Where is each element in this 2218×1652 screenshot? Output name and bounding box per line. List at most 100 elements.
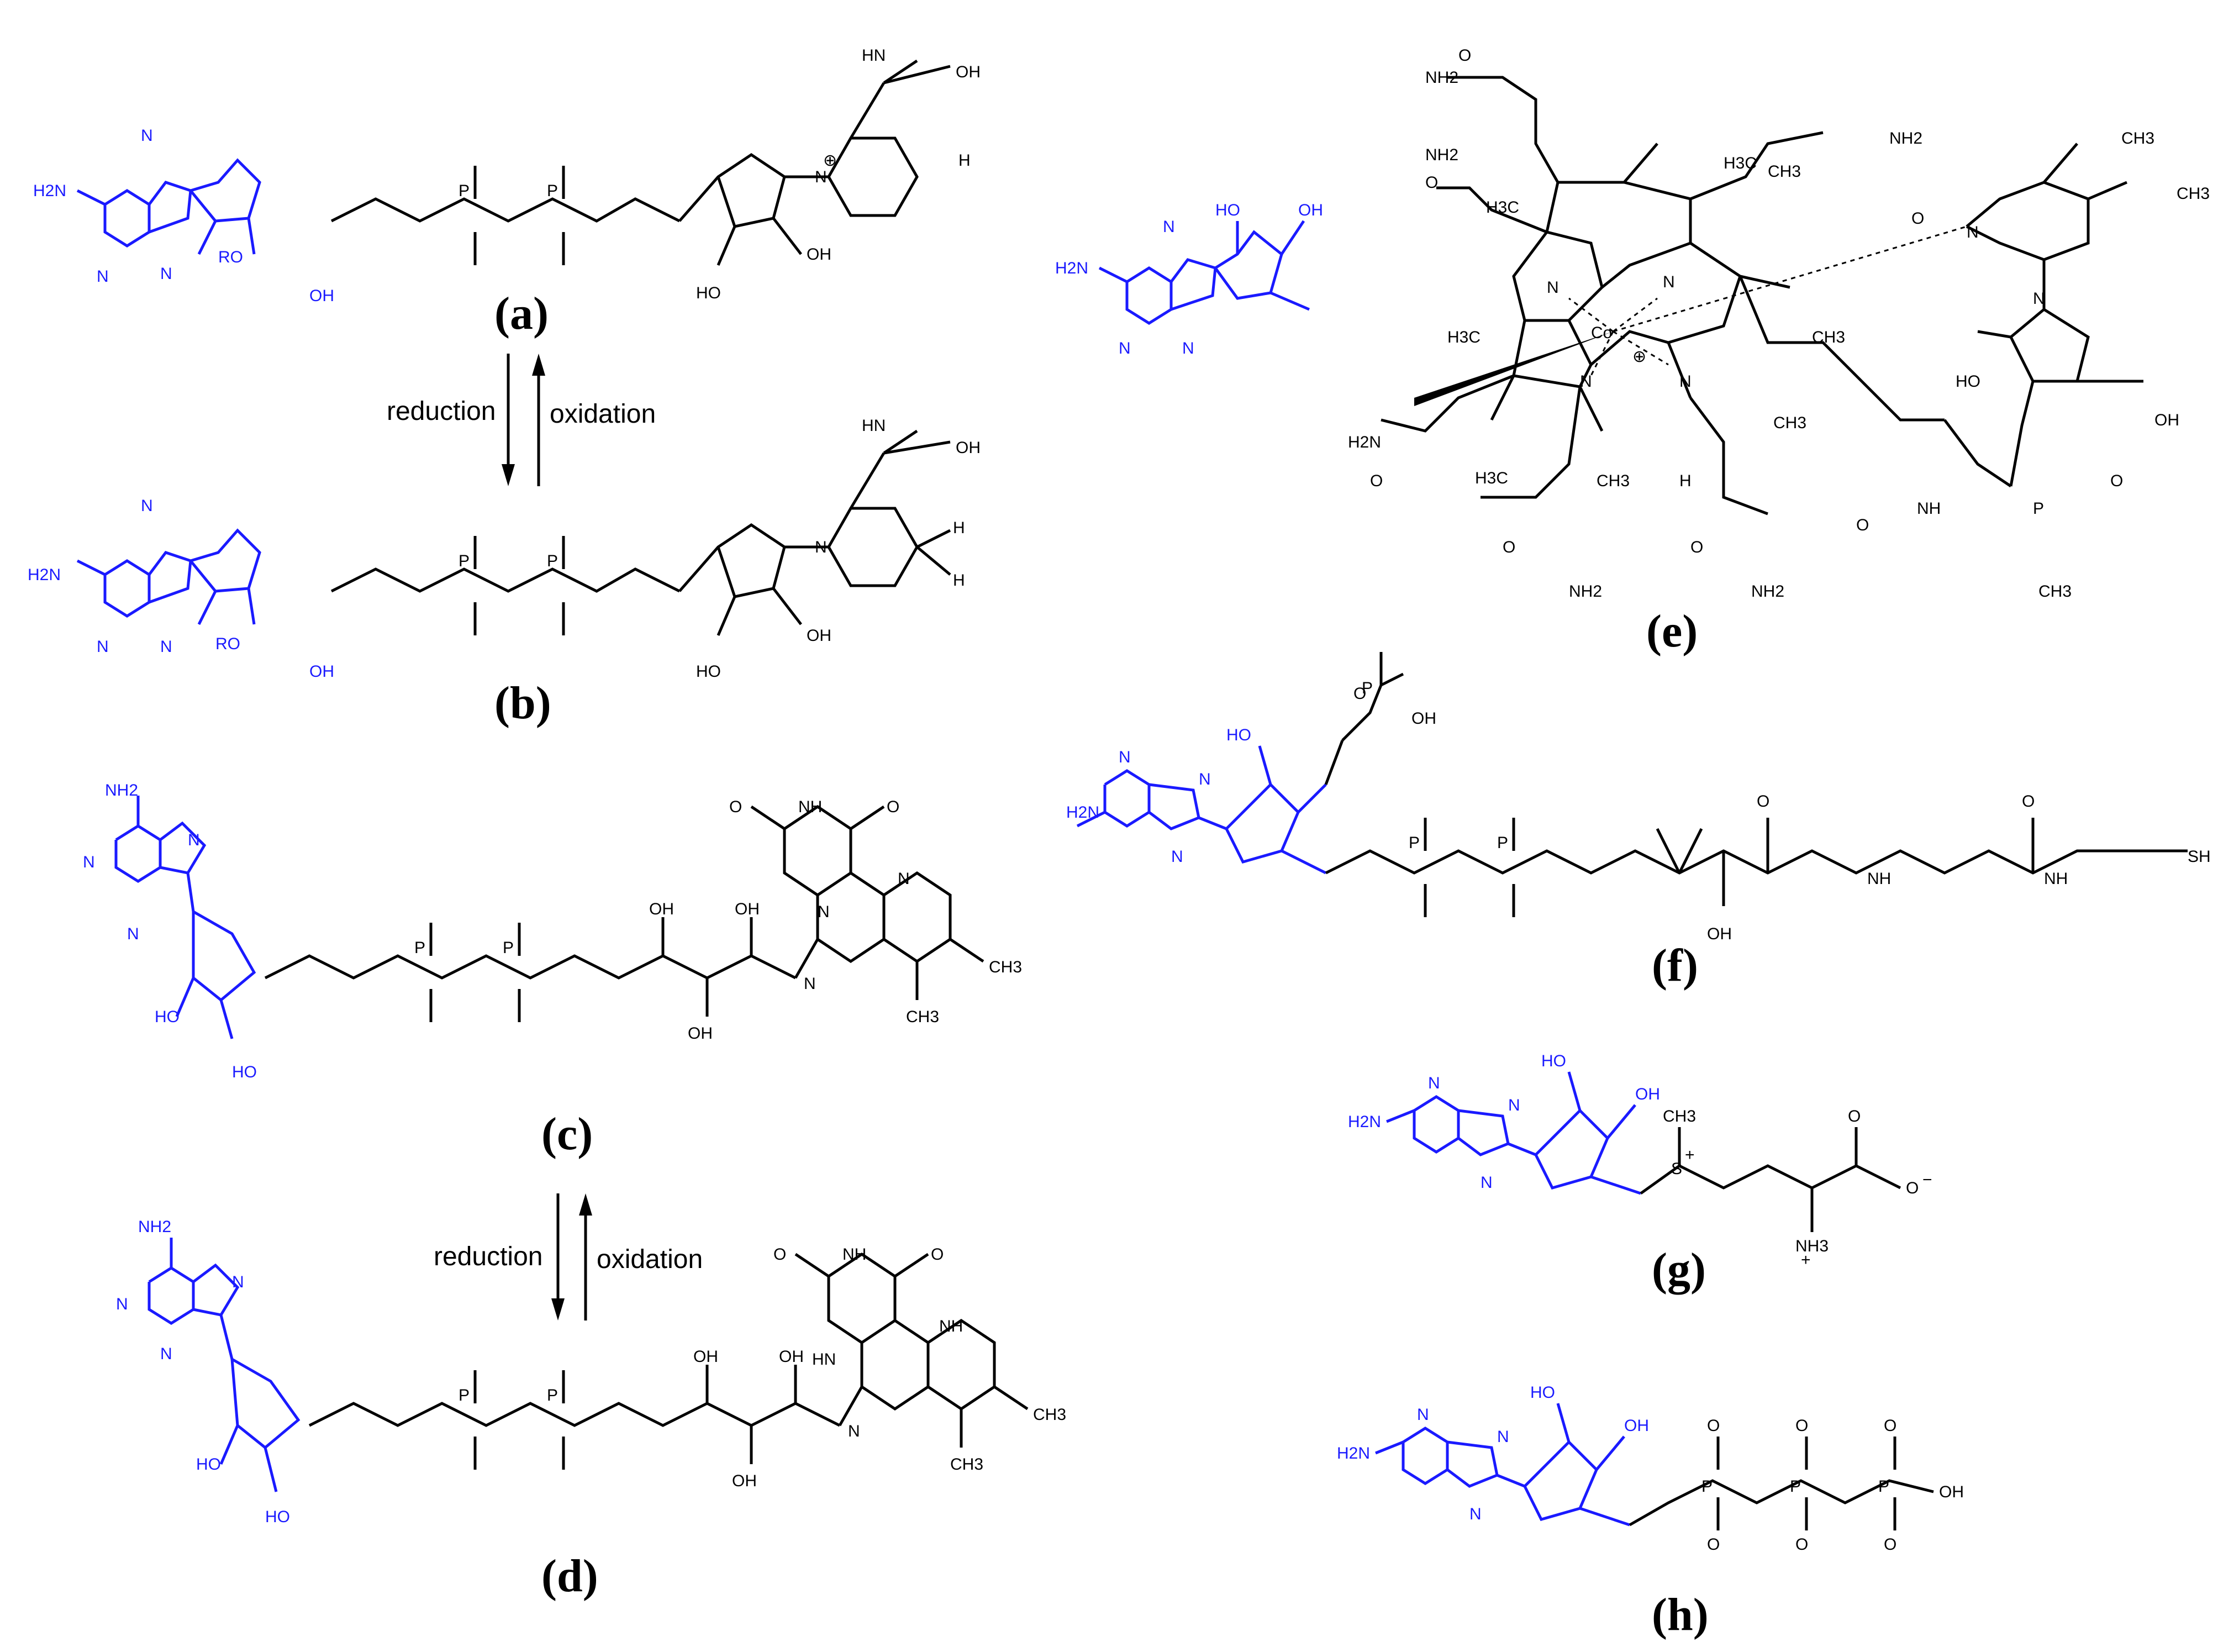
n-label: N (815, 168, 827, 186)
pyrophosphate-isoalloxazine (264, 804, 984, 1022)
positive-charge: ⊕ (823, 151, 837, 170)
reduction-label: reduction (387, 397, 496, 426)
h-label: H (953, 519, 965, 537)
o-label: O (2110, 472, 2123, 490)
methyl-label: CH3 (2038, 582, 2072, 601)
o-label: O (1884, 1417, 1896, 1435)
p-label: P (459, 1386, 470, 1404)
methyl-label: CH3 (2121, 129, 2154, 148)
adenosine-moiety (114, 796, 256, 1039)
oh-label: OH (693, 1348, 718, 1366)
n-label: N (188, 831, 200, 849)
dimethylbenzimidazole-nucleotide (1966, 143, 2143, 487)
nh-label: NH (939, 1317, 963, 1335)
o-label: O (1707, 1535, 1720, 1554)
positive-charge: + (1685, 1146, 1695, 1164)
oh-label: OH (1298, 201, 1323, 219)
p-label: P (459, 182, 470, 200)
panel-b-nadh-reduced: H2N N N N RO OH P P N H (28, 417, 981, 729)
h-label: H (953, 571, 965, 590)
oh-label: OH (956, 63, 981, 81)
oh-label: OH (956, 439, 981, 457)
ho-label: HO (265, 1508, 290, 1526)
amine-label: H2N (33, 182, 66, 200)
amine-label: H2N (1337, 1444, 1370, 1462)
oh-label: OH (649, 900, 674, 918)
methyl-label: CH3 (1033, 1406, 1066, 1424)
ho-label: HO (155, 1008, 180, 1026)
thiol-label: SH (2188, 848, 2211, 866)
amine-label: H2N (1055, 259, 1088, 277)
methyl-label: CH3 (950, 1455, 983, 1474)
flavin-labels: P P OH OH OH N NH HN NH O O CH3 CH3 (459, 1245, 1066, 1490)
adenosine-labels: H2N N N N RO OH (33, 127, 334, 305)
nh-label: NH (1867, 870, 1891, 888)
o-label: O (729, 798, 742, 816)
triphosphate-chain (1629, 1437, 1934, 1530)
n-label: N (898, 870, 910, 888)
n-label: N (1663, 273, 1675, 291)
n-label: N (818, 903, 830, 921)
adenosine-labels: H2N N N N HO OH (1337, 1383, 1649, 1523)
oh-label: OH (688, 1024, 713, 1043)
n-label: N (2033, 290, 2045, 308)
cobalt-coordination (1568, 225, 1967, 376)
n-label: N (1547, 278, 1559, 297)
methyl-label: CH3 (906, 1008, 939, 1026)
o-label: O (931, 1245, 944, 1264)
oh-label: OH (1624, 1417, 1649, 1435)
nh-label: NH (1917, 499, 1941, 518)
n-label: N (1967, 223, 1979, 241)
adenosine-labels: NH2 N N N HO HO (116, 1218, 290, 1526)
redox-arrows-ab: reduction oxidation (387, 354, 656, 486)
panel-label-a: (a) (494, 288, 549, 339)
ho-label: HO (196, 1455, 221, 1474)
p-label: P (547, 1386, 558, 1404)
p-label: P (547, 552, 558, 570)
amine-label: H2N (1066, 803, 1099, 822)
methyl-label: CH3 (1768, 162, 1801, 181)
adenosine-moiety (1098, 220, 1310, 325)
ammonium-label: NH3 (1795, 1237, 1829, 1255)
oh-label: OH (735, 900, 760, 918)
adenosine-moiety (1375, 1403, 1630, 1527)
ho-label: HO (696, 662, 721, 681)
corrin-ring (1381, 76, 2012, 515)
o-label: O (1906, 1179, 1919, 1197)
panel-d-fadh2-reduced: NH2 N N N HO HO P P OH (116, 1218, 1066, 1602)
p-label: P (1878, 1477, 1889, 1496)
adenosine-labels: H2N N N N RO OH (28, 497, 334, 681)
n-label: N (1481, 1174, 1493, 1192)
oh-label: OH (309, 662, 334, 681)
p-label: P (1701, 1477, 1713, 1496)
oh-label: OH (732, 1472, 757, 1490)
panel-c-fad-oxidized: NH2 N N N HO HO P P (83, 781, 1022, 1160)
panel-label-e: (e) (1646, 606, 1698, 657)
h-label: H (958, 151, 971, 170)
methyl-label: CH3 (1663, 1107, 1696, 1125)
amine-label: NH2 (138, 1218, 171, 1236)
ho-label: HO (232, 1063, 257, 1081)
o-label: O (1425, 173, 1438, 192)
amine-label: H2N (1348, 433, 1381, 451)
amide-label: NH2 (1751, 582, 1784, 601)
adenosine-labels: NH2 N N N HO HO (83, 781, 257, 1081)
n-label: N (1119, 748, 1131, 766)
methyl-label: CH3 (1812, 328, 1845, 346)
oh-label: OH (807, 627, 831, 645)
hn-label: HN (812, 1350, 836, 1369)
n-label: N (160, 638, 172, 656)
p-label: P (2033, 499, 2044, 518)
n-label: N (1580, 372, 1592, 391)
o-label: O (1707, 1417, 1720, 1435)
coa-labels: P O OH P P OH O NH O NH SH (1353, 679, 2211, 943)
n-label: N (1119, 339, 1131, 357)
panel-label-b: (b) (494, 677, 551, 729)
methionine-chain (1640, 1127, 1901, 1232)
adenosine-moiety (1386, 1071, 1641, 1195)
n-label: N (804, 975, 816, 993)
oh-label: OH (807, 245, 831, 264)
amide-label: NH2 (1569, 582, 1602, 601)
atp-labels: P P P O O O O O O OH (1701, 1417, 1964, 1554)
